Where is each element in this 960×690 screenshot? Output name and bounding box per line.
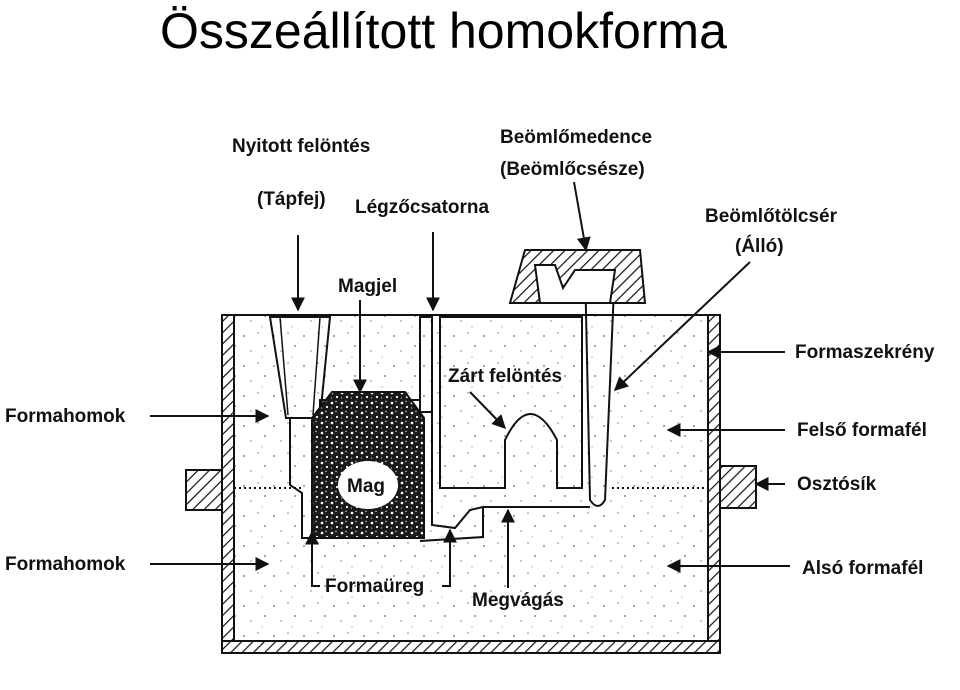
label-magjel: Magjel	[338, 276, 397, 297]
label-beomlocsesze: (Beömlőcsésze)	[500, 159, 645, 180]
label-zart-felontes: Zárt felöntés	[448, 366, 562, 387]
label-osztosik: Osztósík	[797, 474, 877, 495]
label-tapfej: (Tápfej)	[257, 189, 326, 210]
label-mag: Mag	[347, 476, 385, 497]
label-allo: (Álló)	[735, 235, 784, 257]
label-beomlotolcser: Beömlőtölcsér	[705, 206, 838, 227]
label-formaszekreny: Formaszekrény	[795, 342, 935, 363]
page-title: Összeállított homokforma	[160, 3, 727, 59]
core	[311, 391, 425, 539]
label-formahomok-felso: Formahomok	[5, 406, 126, 427]
label-legzocsatorna: Légzőcsatorna	[355, 197, 490, 218]
label-also-formafel: Alsó formafél	[802, 558, 923, 579]
label-nyitott-felontes: Nyitott felöntés	[232, 136, 370, 157]
label-beomlomedence: Beömlőmedence	[500, 127, 652, 148]
sprue-system	[234, 249, 708, 508]
right-flange	[719, 465, 757, 509]
label-megvagas: Megvágás	[472, 590, 564, 611]
label-formaureg: Formaüreg	[325, 576, 424, 597]
left-flange	[185, 469, 223, 511]
label-formahomok-also: Formahomok	[5, 554, 126, 575]
label-felso-formafel: Felső formafél	[797, 420, 927, 441]
leader-arrows	[150, 181, 790, 588]
